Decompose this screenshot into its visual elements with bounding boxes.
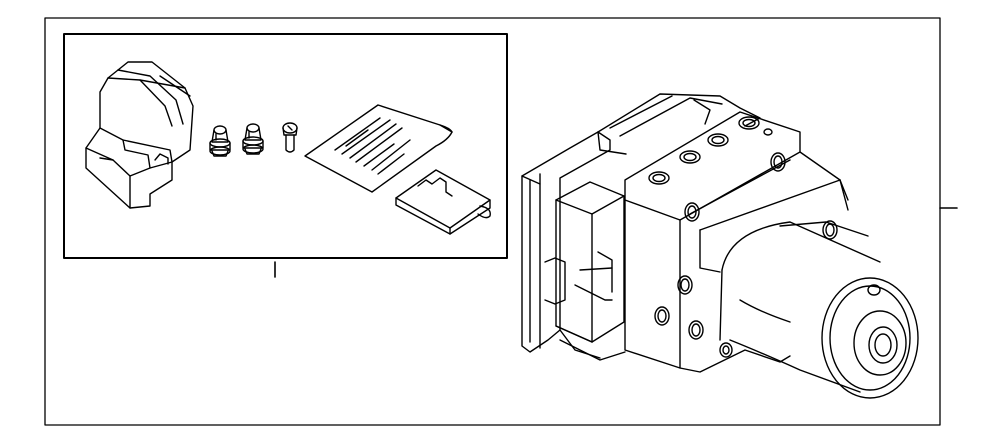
instruction-sheet (304, 104, 453, 193)
rubber-grommet (209, 125, 231, 157)
label-card (395, 169, 491, 235)
abs-hydraulic-unit (521, 93, 919, 399)
bolt (282, 122, 298, 153)
outer-frame (44, 17, 941, 426)
rubber-grommet (242, 123, 264, 155)
kit-box (63, 33, 508, 259)
mounting-bracket (85, 61, 194, 209)
